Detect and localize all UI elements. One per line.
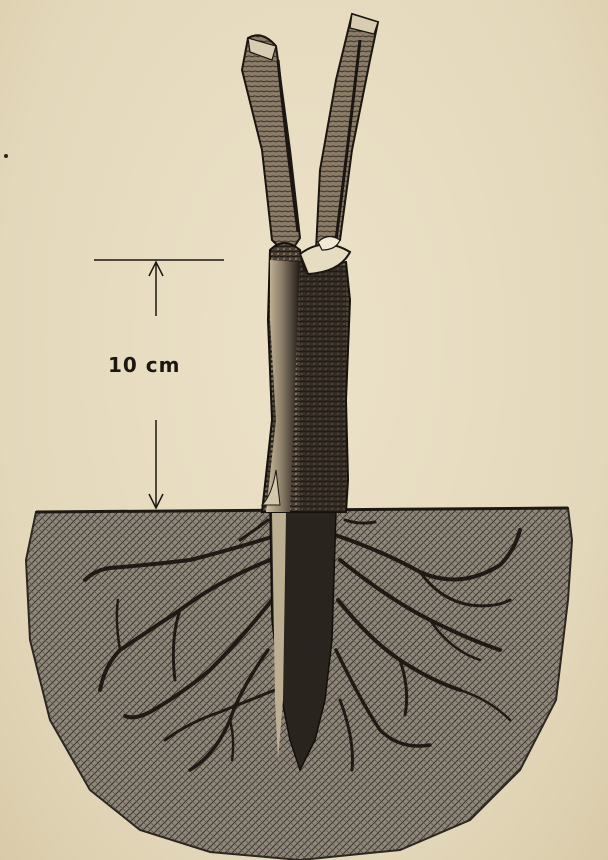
measurement-label: 10 cm [108,353,181,377]
paper-speck [4,154,8,158]
height-measurement: 10 cm [94,260,224,508]
scion-left-branch [242,35,300,256]
scion-right-branch [316,14,378,250]
main-stem [262,243,350,512]
